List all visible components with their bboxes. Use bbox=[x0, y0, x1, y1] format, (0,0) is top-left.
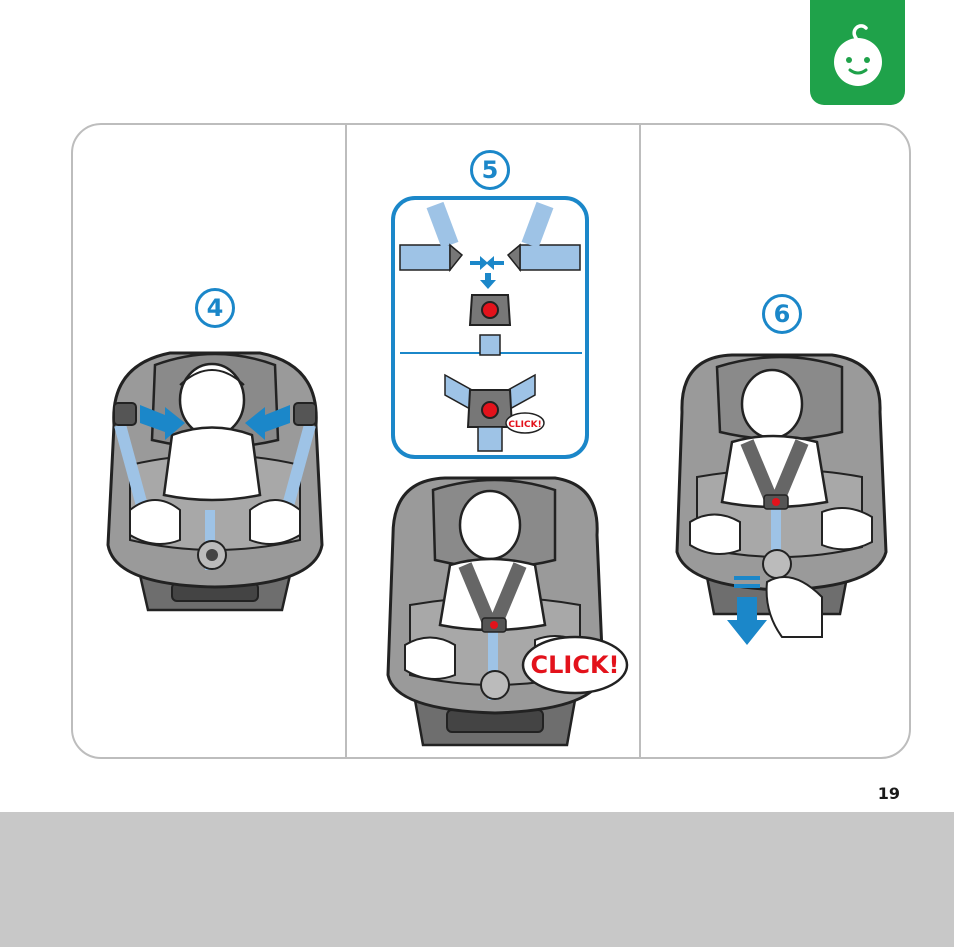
click-label-small: CLICK! bbox=[508, 420, 541, 430]
page-number: 19 bbox=[860, 784, 900, 803]
car-seat-illustration-step-6 bbox=[672, 352, 897, 647]
step-number-4: 4 bbox=[195, 288, 235, 328]
step-number-6: 6 bbox=[762, 294, 802, 334]
car-seat-illustration-step-5: CLICK! bbox=[385, 475, 640, 755]
step-number-5: 5 bbox=[470, 150, 510, 190]
panel-divider bbox=[345, 123, 347, 759]
section-tab bbox=[810, 0, 905, 105]
footer-band bbox=[0, 812, 954, 947]
baby-face-icon bbox=[810, 0, 905, 105]
click-label-large: CLICK! bbox=[531, 651, 620, 679]
car-seat-illustration-step-4 bbox=[100, 345, 330, 620]
buckle-detail-illustration: CLICK! bbox=[390, 195, 590, 460]
